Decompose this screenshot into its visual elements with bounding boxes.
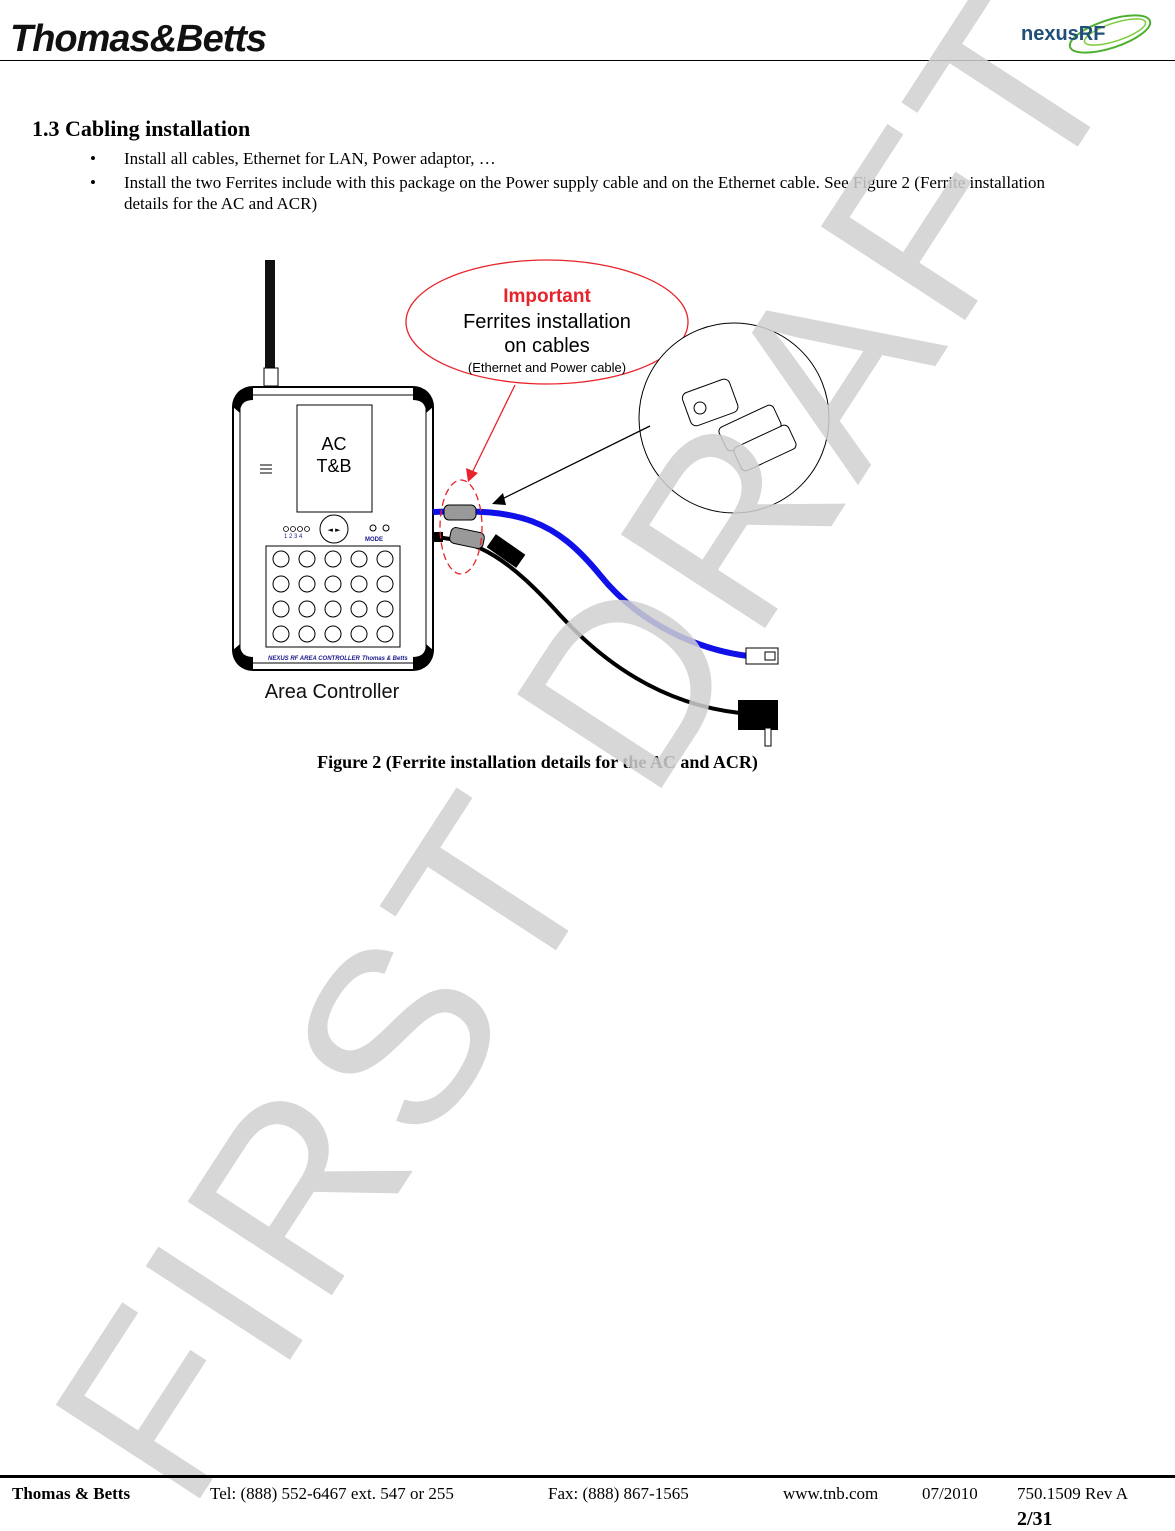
callout-line1: Ferrites installation (463, 311, 631, 333)
keypad-key (298, 550, 316, 568)
mode-button (369, 524, 377, 532)
device-corner (413, 387, 433, 413)
callout-line3: (Ethernet and Power cable) (468, 360, 626, 375)
callout-title: Important (503, 286, 591, 307)
detail-arrowhead (492, 493, 506, 505)
detail-arrow (499, 425, 651, 501)
keypad-key (324, 550, 342, 568)
page-number: 2/31 (1017, 1508, 1053, 1530)
bullet-item: • Install the two Ferrites include with t… (86, 172, 1046, 214)
device-footer-right: Thomas & Betts (362, 656, 408, 662)
thomas-betts-logo: Thomas&Betts (10, 18, 267, 60)
footer-tel: Tel: (888) 552-6467 ext. 547 or 255 (210, 1484, 454, 1503)
keypad-key (298, 575, 316, 593)
power-cable-choke (486, 534, 526, 568)
footer-company: Thomas & Betts (12, 1484, 131, 1503)
footer-web: www.tnb.com (783, 1484, 879, 1503)
antenna-base (263, 367, 279, 387)
bullet-dot: • (90, 173, 96, 192)
ferrite-power (449, 527, 485, 549)
ethernet-cable (432, 508, 749, 659)
bullet-dot: • (90, 149, 96, 168)
footer-date: 07/2010 (922, 1484, 978, 1503)
ethernet-connector-tab (764, 651, 776, 661)
ferrite-detail-drawing (681, 378, 797, 472)
keypad-keys (272, 550, 394, 643)
keypad-key (298, 625, 316, 643)
device-screen-line1: AC (321, 434, 346, 454)
footer-doc-number: 750.1509 Rev A (1017, 1484, 1128, 1503)
keypad-key (324, 625, 342, 643)
direction-pad (319, 514, 349, 544)
power-button (382, 524, 390, 532)
keypad-key (350, 625, 368, 643)
callout-arrowhead (466, 468, 478, 482)
mode-label: MODE (365, 537, 383, 543)
direction-arrows-icon: ◄ ► (328, 526, 342, 534)
keypad-key (376, 575, 394, 593)
antenna (265, 260, 275, 370)
header-rule (0, 60, 1175, 61)
nexusrf-logo-text: nexusRF (1021, 23, 1105, 45)
important-callout (405, 259, 689, 385)
figure-caption: Figure 2 (Ferrite installation details f… (317, 752, 758, 772)
keypad-key (376, 550, 394, 568)
menu-icon (260, 464, 272, 474)
keypad-key (324, 600, 342, 618)
ferrite-ethernet (443, 504, 477, 521)
device-screen-line2: T&B (316, 456, 351, 476)
status-leds (283, 526, 310, 532)
bullet-text: Install the two Ferrites include with th… (124, 173, 1046, 213)
device-corner (233, 387, 253, 413)
bullet-text: Install all cables, Ethernet for LAN, Po… (124, 149, 496, 168)
keypad-key (324, 575, 342, 593)
ferrite-installation-figure: AC T&B 1 2 3 4 ◄ ► MODE NEXUS RF AREA CO… (232, 259, 830, 747)
device-inner (239, 394, 427, 664)
keypad-key (350, 575, 368, 593)
power-adapter (738, 700, 778, 730)
ferrite-detail (638, 322, 830, 514)
device-label: Area Controller (265, 681, 400, 703)
bullet-list: • Install all cables, Ethernet for LAN, P… (86, 148, 1046, 217)
footer-rule (0, 1475, 1175, 1478)
keypad-key (272, 600, 290, 618)
keypad-key (350, 600, 368, 618)
power-adapter-plug (764, 727, 772, 747)
callout-line2: on cables (504, 335, 590, 357)
nexusrf-logo: nexusRF (1021, 14, 1152, 54)
footer-fax: Fax: (888) 867-1565 (548, 1484, 689, 1503)
keypad-key (376, 625, 394, 643)
device-screen (296, 404, 373, 513)
callout-arrow (471, 384, 516, 474)
cable-stub-black (433, 532, 443, 542)
keypad-key (272, 550, 290, 568)
keypad-key (272, 575, 290, 593)
led-labels: 1 2 3 4 (284, 534, 303, 540)
keypad-key (376, 600, 394, 618)
keypad-key (272, 625, 290, 643)
bullet-item: • Install all cables, Ethernet for LAN, P… (86, 148, 1046, 169)
keypad-key (298, 600, 316, 618)
device-corner (233, 644, 253, 670)
ferrite-highlight (439, 479, 483, 575)
section-title: 1.3 Cabling installation (32, 116, 251, 141)
device-footer-left: NEXUS RF AREA CONTROLLER (268, 656, 361, 662)
device-corner (413, 644, 433, 670)
keypad-key (350, 550, 368, 568)
